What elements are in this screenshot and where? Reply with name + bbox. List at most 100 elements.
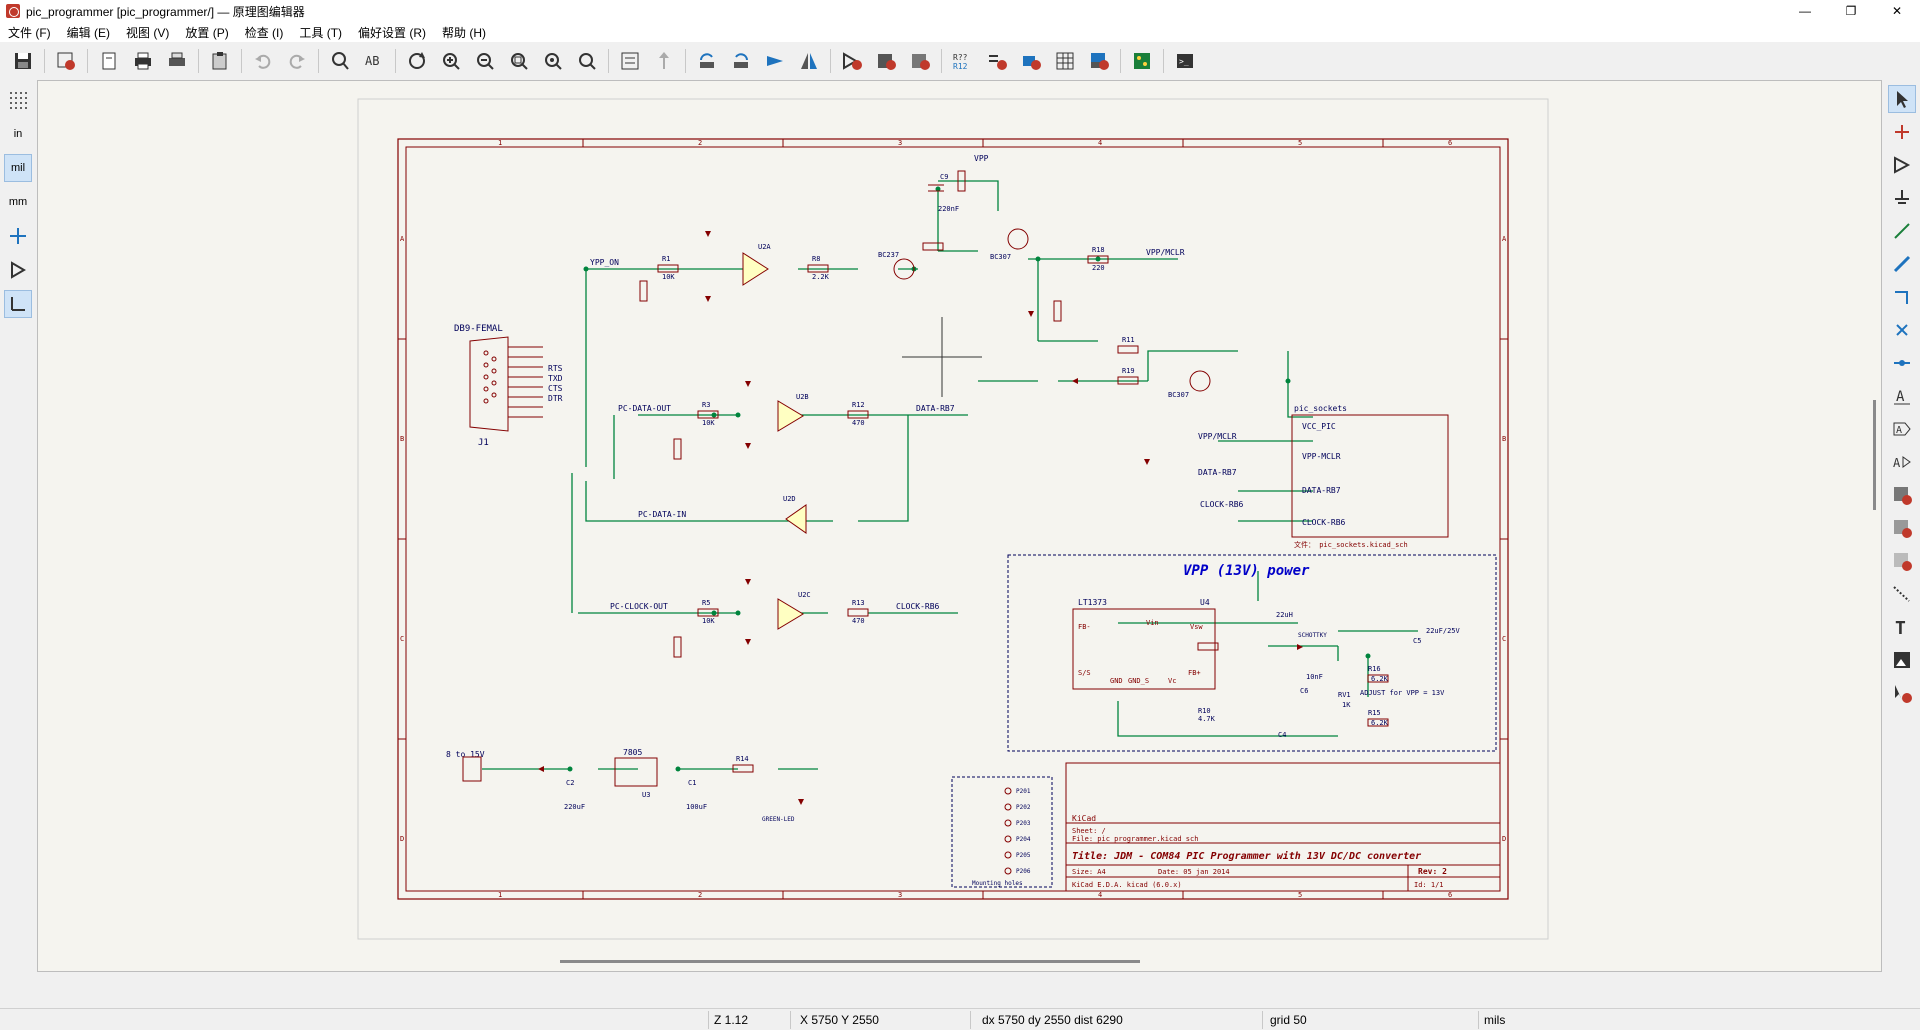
hierarchy-navigator-icon[interactable] (616, 47, 644, 75)
import-sheet-pin-icon[interactable] (1888, 514, 1916, 542)
db9-connector: DB9-FEMAL J1 RTS TXD CTS DTR (454, 324, 563, 448)
add-bus-entry-icon[interactable] (1888, 283, 1916, 311)
symbol-browser-icon[interactable] (872, 47, 900, 75)
cursor-crosshair-icon[interactable] (4, 222, 32, 250)
border-col-label: 6 (1448, 891, 1452, 899)
add-text-icon[interactable]: T (1888, 613, 1916, 641)
symbol-editor-icon[interactable] (838, 47, 866, 75)
zoom-selection-icon[interactable] (573, 47, 601, 75)
c6-value: 10nF (1306, 673, 1323, 681)
menu-view[interactable]: 视图 (V) (126, 25, 170, 40)
border-col-label: 2 (698, 891, 702, 899)
zoom-fit-icon[interactable] (505, 47, 533, 75)
erc-icon[interactable] (983, 47, 1011, 75)
close-button[interactable]: ✕ (1891, 4, 1903, 18)
menu-bar: 文件 (F) 编辑 (E) 视图 (V) 放置 (P) 检查 (I) 工具 (T… (0, 22, 1920, 42)
units-mm-button[interactable]: mm (4, 188, 32, 216)
symbol-fields-table-icon[interactable] (1051, 47, 1079, 75)
right-toolbar: A A A T (1884, 80, 1920, 970)
add-graphic-line-icon[interactable] (1888, 580, 1916, 608)
plot-icon[interactable] (163, 47, 191, 75)
add-symbol-icon[interactable] (1888, 151, 1916, 179)
add-hier-label-icon[interactable]: A (1888, 448, 1916, 476)
no-connect-icon[interactable] (1888, 316, 1916, 344)
mirror-horizontal-icon[interactable] (795, 47, 823, 75)
undo-icon[interactable] (249, 47, 277, 75)
net-pc-data-in: PC-DATA-IN (638, 510, 686, 519)
add-junction-icon[interactable] (1888, 349, 1916, 377)
r14-label: R14 (736, 755, 749, 763)
horizontal-scrollbar[interactable] (560, 960, 1140, 963)
c5-label: C5 (1413, 637, 1421, 645)
zoom-out-icon[interactable] (471, 47, 499, 75)
schematic-canvas[interactable]: 1 2 3 4 5 6 1 2 3 4 5 6 A B C D A B C D (37, 80, 1882, 972)
minimize-button[interactable]: — (1799, 4, 1811, 18)
save-icon[interactable] (9, 47, 37, 75)
add-image-icon[interactable] (1888, 646, 1916, 674)
maximize-button[interactable]: ❐ (1845, 4, 1857, 18)
mirror-vertical-icon[interactable] (761, 47, 789, 75)
highlight-net-icon[interactable] (1888, 118, 1916, 146)
vertical-scrollbar[interactable] (1873, 400, 1876, 510)
scripting-console-icon[interactable]: >_ (1171, 47, 1199, 75)
window-title: pic_programmer [pic_programmer/] — 原理图编辑… (26, 4, 305, 19)
menu-preferences[interactable]: 偏好设置 (R) (358, 25, 427, 40)
menu-file[interactable]: 文件 (F) (8, 25, 51, 40)
r16-value: 6.2K (1371, 675, 1389, 683)
pcb-editor-icon[interactable] (1128, 47, 1156, 75)
find-icon[interactable] (326, 47, 354, 75)
net-clock-rb6: CLOCK-RB6 (896, 602, 940, 611)
free-angle-icon[interactable] (4, 290, 32, 318)
capacitor-c9 (928, 184, 944, 192)
svg-text:>_: >_ (1179, 57, 1189, 66)
border-col-label: 1 (498, 139, 502, 147)
footprint-assign-icon[interactable] (1017, 47, 1045, 75)
main-toolbar: AB R??R12 >_ (0, 42, 1920, 80)
ic-pin-vsw: Vsw (1190, 623, 1203, 631)
add-sheet-icon[interactable] (1888, 481, 1916, 509)
add-power-icon[interactable] (1888, 184, 1916, 212)
net-data-rb7: DATA-RB7 (916, 404, 955, 413)
ic-pin-vin: Vin (1146, 619, 1159, 627)
add-bus-icon[interactable] (1888, 250, 1916, 278)
annotate-icon[interactable] (906, 47, 934, 75)
r1-value: 10K (662, 273, 675, 281)
menu-help[interactable]: 帮助 (H) (442, 25, 487, 40)
rotate-ccw-icon[interactable] (693, 47, 721, 75)
c5-value: 22uF/25V (1426, 627, 1461, 635)
redo-icon[interactable] (283, 47, 311, 75)
menu-tools[interactable]: 工具 (T) (299, 25, 343, 40)
add-label-icon[interactable]: A (1888, 382, 1916, 410)
border-col-label: 2 (698, 139, 702, 147)
menu-place[interactable]: 放置 (P) (185, 25, 229, 40)
annotate-refs-icon[interactable]: R??R12 (949, 47, 977, 75)
sheet-name: pic_sockets (1294, 404, 1347, 413)
rotate-cw-icon[interactable] (727, 47, 755, 75)
page-settings-icon[interactable] (95, 47, 123, 75)
bom-icon[interactable] (1085, 47, 1113, 75)
leave-sheet-icon[interactable] (650, 47, 678, 75)
paste-icon[interactable] (206, 47, 234, 75)
add-wire-icon[interactable] (1888, 217, 1916, 245)
menu-inspect[interactable]: 检查 (I) (244, 25, 284, 40)
select-tool-icon[interactable] (1888, 85, 1916, 113)
zoom-in-icon[interactable] (437, 47, 465, 75)
units-inches-button[interactable]: in (4, 120, 32, 148)
delete-tool-icon[interactable] (1888, 679, 1916, 707)
zoom-objects-icon[interactable] (539, 47, 567, 75)
schematic-setup-icon[interactable] (52, 47, 80, 75)
grid-toggle-icon[interactable] (4, 86, 32, 114)
units-mils-button[interactable]: mil (4, 154, 32, 182)
junctions (567, 186, 1371, 772)
print-icon[interactable] (129, 47, 157, 75)
add-global-label-icon[interactable]: A (1888, 415, 1916, 443)
find-replace-icon[interactable]: AB (360, 47, 388, 75)
add-sheet-pin-icon[interactable] (1888, 547, 1916, 575)
menu-edit[interactable]: 编辑 (E) (66, 25, 111, 40)
hidden-pins-icon[interactable] (4, 256, 32, 284)
border-row-label: B (400, 435, 404, 443)
window-controls: — ❐ ✕ (1782, 0, 1920, 22)
mounting-hole: P204 (1016, 836, 1031, 843)
refresh-icon[interactable] (403, 47, 431, 75)
mounting-hole: P205 (1016, 852, 1031, 859)
